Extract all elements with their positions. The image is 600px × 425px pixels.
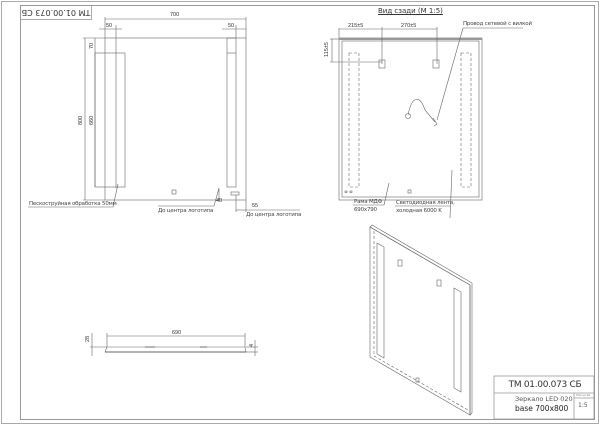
note-sandblast: Пескоструйная обработка 50мм [29, 201, 117, 207]
dim-28: 28 [85, 336, 91, 342]
dim-40: 40 [216, 198, 222, 204]
note-led-line2: холодная 6000 K [396, 208, 442, 214]
note-frame-line1: Рама МДФ [354, 199, 383, 205]
title-block-product-name: Зеркало LED 020 [515, 395, 573, 403]
rotated-stamp-box [20, 5, 92, 20]
dim-115: 115±5 [324, 42, 330, 57]
rear-view-title: Вид сзади (М 1:5) [378, 7, 443, 15]
iso-view [369, 224, 473, 416]
dim-690: 690 [172, 330, 181, 336]
dim-55: 55 [252, 203, 258, 209]
dim-270: 270±5 [401, 23, 416, 29]
rotated-designation: ТМ 01.00.073 СБ [21, 8, 91, 17]
title-block-product-size: base 700x800 [515, 404, 569, 413]
dim-50-left: 50 [106, 23, 112, 29]
title-block-designation: ТМ 01.00.073 СБ [508, 379, 582, 390]
note-logo-horizontal: До центра логотипа [246, 212, 302, 218]
title-block-scale-label: Масштаб [576, 393, 591, 397]
dim-660: 660 [89, 116, 95, 125]
title-block [493, 375, 595, 420]
dim-4: 4 [249, 344, 255, 347]
note-logo-vertical: До центра логотипа [158, 208, 214, 214]
inner-border [20, 5, 595, 420]
rear-view [330, 27, 523, 219]
dim-70: 70 [89, 43, 95, 49]
dimension-texts: 700 50 50 40 55 215±5 270±5 690 800 660 … [78, 12, 416, 347]
dim-50-right: 50 [228, 23, 234, 29]
side-view [90, 333, 258, 356]
dim-width-700: 700 [170, 12, 179, 18]
front-view [28, 17, 300, 212]
note-frame-line2: 690x790 [354, 207, 377, 213]
note-cable: Провод сетевой с вилкой [463, 21, 532, 27]
dim-800: 800 [78, 116, 84, 125]
note-led-line1: Светодиодная лента, [396, 200, 455, 206]
dim-215: 215±5 [348, 23, 363, 29]
title-block-scale-value: 1:5 [578, 402, 588, 409]
